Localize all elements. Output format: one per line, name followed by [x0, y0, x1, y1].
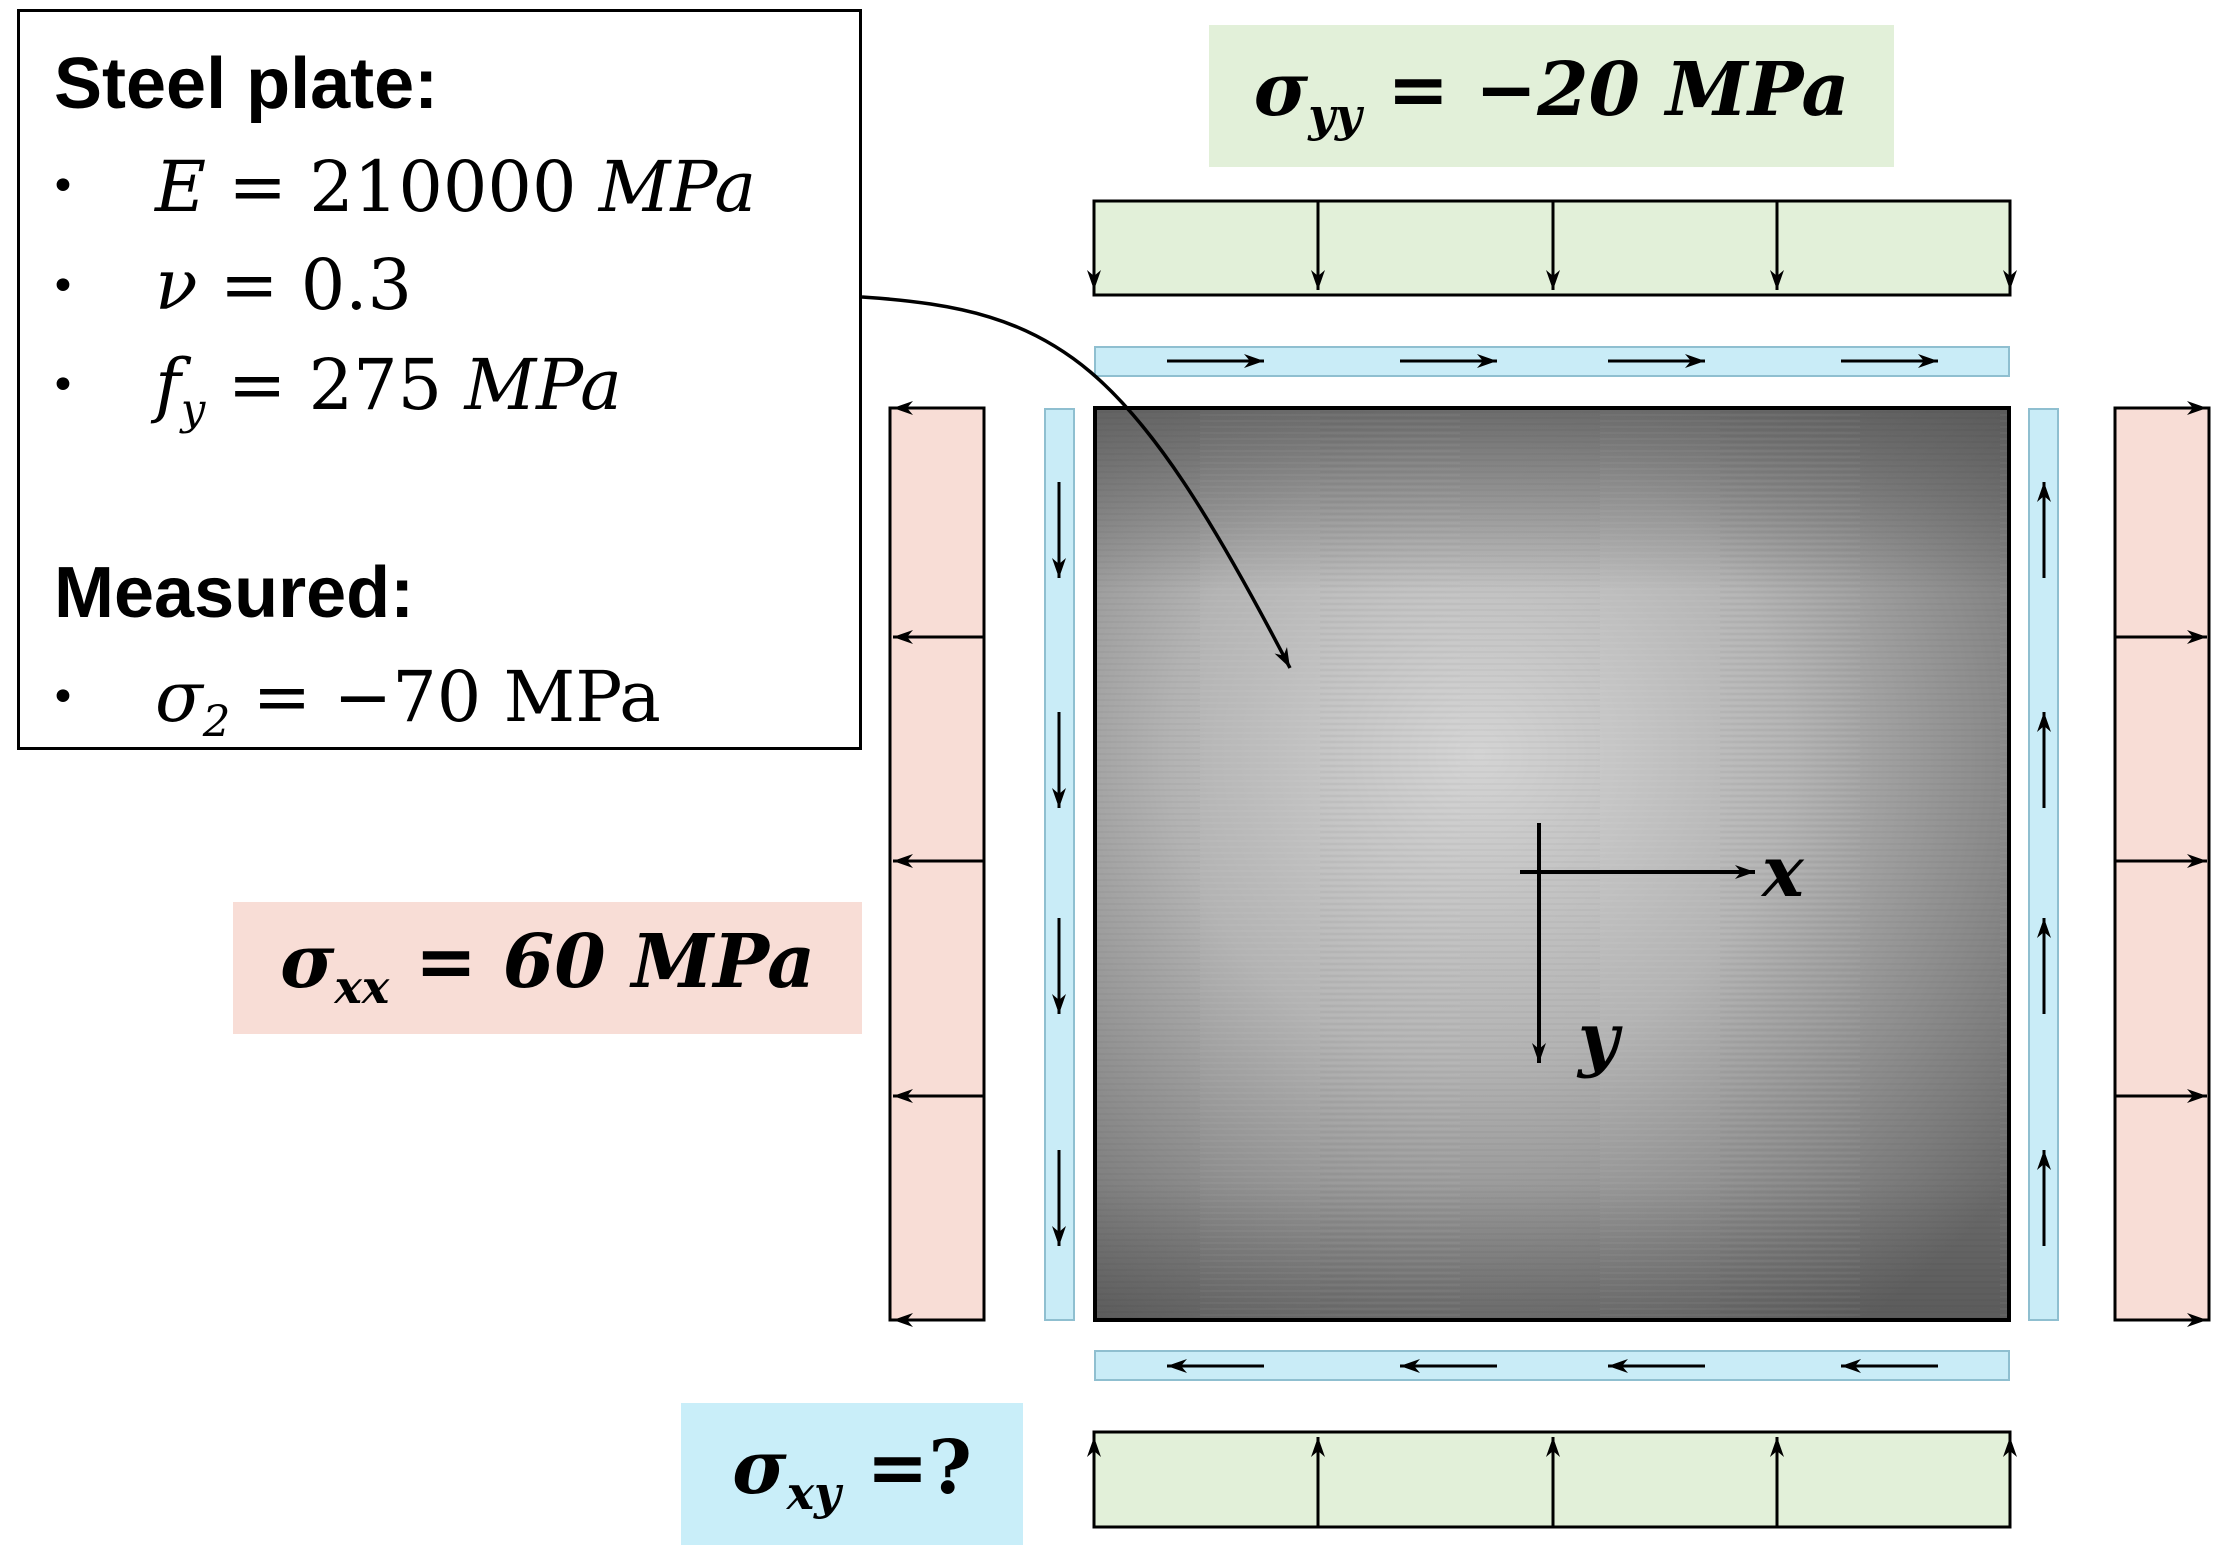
e-value: = 210000	[206, 146, 599, 228]
sigma-xy-label: σxy =?	[681, 1403, 1023, 1545]
s2-symbol: σ	[155, 656, 203, 738]
fy-unit: MPa	[464, 344, 622, 426]
left-normal-arrows	[893, 401, 984, 1327]
sxx-symbol: σ	[279, 919, 335, 1006]
syy-symbol: σ	[1253, 47, 1309, 134]
bullet: •	[50, 360, 76, 411]
syy-subscript: yy	[1308, 88, 1362, 143]
right-normal-arrows	[2115, 401, 2207, 1327]
steel-plate-heading: Steel plate:	[54, 44, 439, 124]
bullet: •	[50, 161, 76, 212]
e-symbol: E	[155, 146, 207, 228]
nu-value: = 0.3	[197, 244, 413, 326]
principal-stress-2: σ2 = −70 MPa	[155, 662, 661, 745]
yield-strength: fy = 275 MPa	[155, 350, 622, 433]
sigma-yy-label: σyy = −20 MPa	[1209, 25, 1894, 167]
steel-plate	[1093, 406, 2011, 1322]
y-axis-label: y	[1576, 997, 1623, 1080]
s2-subscript: 2	[202, 697, 231, 748]
sxy-value: =?	[840, 1425, 972, 1512]
sxy-subscript: xy	[786, 1466, 841, 1521]
x-axis-label: x	[1760, 830, 1805, 913]
left-normal-stress-block	[888, 406, 986, 1322]
syy-value: = −20 MPa	[1361, 47, 1850, 134]
youngs-modulus: E = 210000 MPa	[155, 152, 756, 222]
material-info-box: Steel plate: • E = 210000 MPa • ν = 0.3 …	[17, 9, 862, 750]
callout-pointer	[861, 295, 1292, 669]
fy-value: = 275	[205, 344, 465, 426]
sxy-symbol: σ	[732, 1425, 787, 1512]
bottom-normal-arrows	[1087, 1437, 2017, 1527]
top-normal-arrows	[1087, 201, 2017, 290]
bullet: •	[50, 261, 76, 312]
s2-value: = −70 MPa	[230, 656, 661, 738]
fy-subscript: y	[180, 385, 206, 436]
sxx-value: = 60 MPa	[389, 919, 816, 1006]
fy-symbol: f	[155, 344, 181, 426]
coordinate-axes	[1520, 823, 1755, 1063]
sxx-subscript: xx	[334, 960, 390, 1015]
poisson-ratio: ν = 0.3	[155, 250, 412, 320]
sigma-xx-label: σxx = 60 MPa	[233, 902, 862, 1034]
e-unit: MPa	[598, 146, 757, 228]
bullet: •	[50, 672, 76, 723]
measured-heading: Measured:	[54, 553, 415, 633]
nu-symbol: ν	[155, 244, 198, 326]
right-normal-stress-block	[2113, 406, 2211, 1322]
